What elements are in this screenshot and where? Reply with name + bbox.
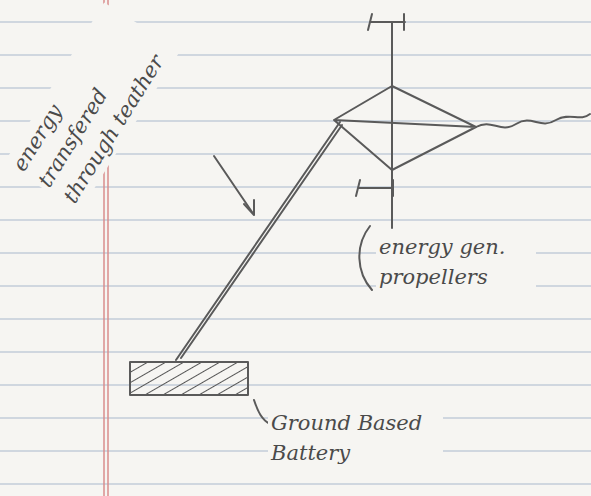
battery-block — [130, 362, 248, 395]
propeller-label: energy gen. propellers — [376, 232, 536, 292]
kite-frame — [334, 86, 476, 170]
tether-line — [176, 122, 342, 360]
callout-arrow — [214, 156, 252, 212]
propeller-top — [368, 14, 405, 30]
propeller-bottom — [356, 180, 393, 196]
bracket — [359, 226, 372, 290]
arrowhead — [244, 200, 254, 215]
tether-note: energy transfered through teather — [3, 3, 180, 212]
battery-label: Ground Based Battery — [268, 408, 443, 468]
kite-spine — [391, 22, 393, 228]
kite-tail — [476, 114, 590, 127]
